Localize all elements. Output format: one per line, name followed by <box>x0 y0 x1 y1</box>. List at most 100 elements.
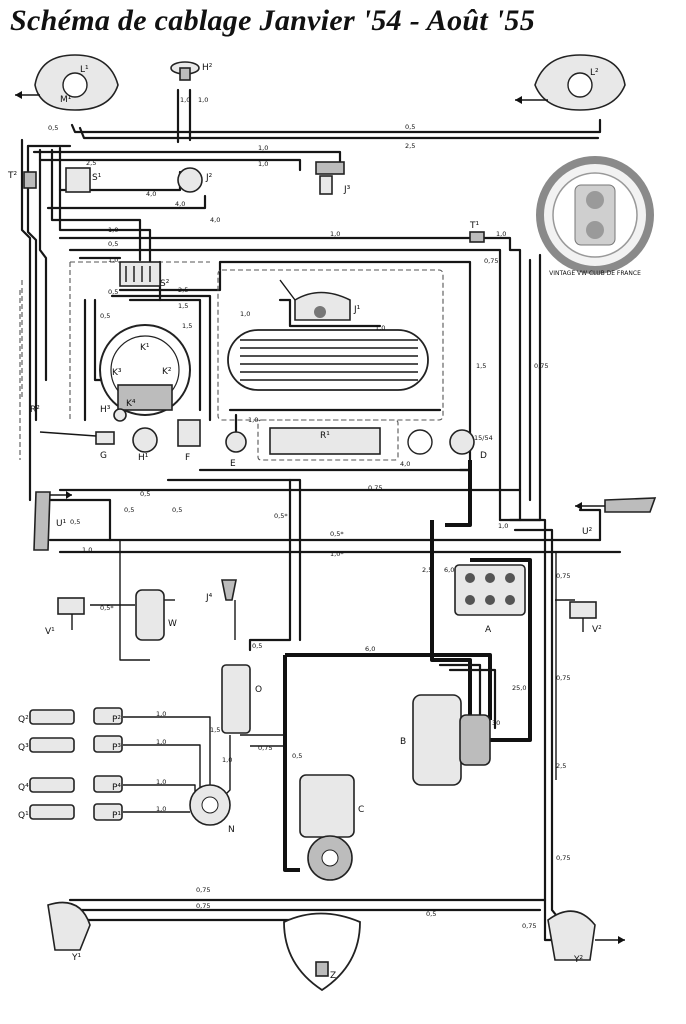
label-L1: L¹ <box>80 65 89 75</box>
label-U2: U² <box>582 527 593 537</box>
connector-T1: T¹ <box>469 221 485 243</box>
distributor-N: N <box>189 784 235 835</box>
wire-0-75: 0,75 <box>196 902 210 910</box>
wire-1-0: 1,0 <box>82 546 92 554</box>
label-S1: S¹ <box>92 173 102 183</box>
flasher-W: W <box>135 589 177 641</box>
wire-0-75: 0,75 <box>196 886 210 894</box>
label-V2: V² <box>592 625 602 635</box>
label-Q3: Q³ <box>18 743 29 753</box>
label-D: D <box>480 451 487 461</box>
wire-0-5: 0,5 <box>124 506 134 514</box>
wire-0-5: 0,5 <box>292 752 302 760</box>
label-Y1: Y¹ <box>71 953 81 963</box>
wire-0-5: 0,5 <box>426 910 436 918</box>
label-Q2: Q² <box>18 715 29 725</box>
wire-0-75: 0,75 <box>368 484 382 492</box>
label-J3: J³ <box>343 185 351 195</box>
antenna-R2: R² <box>21 280 40 415</box>
wire-0-5-star: 0,5* <box>330 530 344 538</box>
label-B: B <box>400 737 406 747</box>
wire-1-0: 1,0 <box>156 778 166 786</box>
wire-0-75: 0,75 <box>556 674 570 682</box>
brake-switch-V1: V¹ <box>45 597 85 637</box>
wire-0-75: 0,75 <box>484 257 498 265</box>
brake-switch-V2: V² <box>569 601 602 635</box>
label-15-54: 15/54 <box>474 434 493 442</box>
label-T1: T¹ <box>469 221 479 231</box>
label-H1: H¹ <box>138 453 149 463</box>
license-light-Z: Z <box>283 912 361 992</box>
ignition-coil-O: O <box>221 664 262 734</box>
label-J1: J¹ <box>353 305 361 315</box>
label-Q1: Q¹ <box>18 811 29 821</box>
wire-0-5: 0,5 <box>172 506 182 514</box>
wire-1-5: 1,5 <box>178 302 188 310</box>
label-F: F <box>185 453 190 463</box>
switch-J2: J² <box>177 167 213 193</box>
label-E: E <box>230 459 236 469</box>
label-P1: P¹ <box>112 811 121 821</box>
label-Q4: Q⁴ <box>18 783 29 793</box>
wire-2-5: 2,5 <box>86 159 96 167</box>
rear-light-Y1: Y¹ <box>47 901 91 963</box>
wire-0-75: 0,75 <box>522 922 536 930</box>
label-G: G <box>100 451 107 461</box>
wire-0-5: 0,5 <box>48 124 58 132</box>
label-K2: K² <box>162 367 172 377</box>
wire-1-0: 1,0 <box>156 738 166 746</box>
label-P3: P³ <box>112 743 121 753</box>
label-M1: M¹ <box>60 95 72 105</box>
starter-motor-B: B 30 <box>400 694 500 786</box>
horn-button-H3: H³ <box>100 405 127 422</box>
wire-0-5: 0,5 <box>108 240 118 248</box>
wire-0-5-star: 0,5* <box>100 604 114 612</box>
turn-switch-G: G <box>39 431 115 461</box>
label-H2: H² <box>202 63 213 73</box>
label-V1: V¹ <box>45 627 55 637</box>
wire-0-75: 0,75 <box>258 744 272 752</box>
generator-C: C <box>299 774 364 881</box>
light-switch-E: E <box>225 431 247 469</box>
wire-0-5: 0,5 <box>108 288 118 296</box>
label-O: O <box>255 685 262 695</box>
wire-1-0: 1,0 <box>180 96 190 104</box>
wire-1-0: 1,0 <box>108 226 118 234</box>
label-C: C <box>358 805 364 815</box>
wire-0-5: 0,5 <box>252 642 262 650</box>
wire-1-0: 1,0 <box>248 416 258 424</box>
wire-2-5: 2,5 <box>556 762 566 770</box>
label-H3: H³ <box>100 405 111 415</box>
label-K3: K³ <box>112 368 122 378</box>
label-P2: P² <box>112 715 121 725</box>
fuse-box-S2: S² <box>119 261 170 289</box>
wire-0-75: 0,75 <box>534 362 548 370</box>
trafficator-U2: U² <box>575 497 657 537</box>
wire-4-0: 4,0 <box>400 460 410 468</box>
label-L2: L² <box>590 68 599 78</box>
rear-light-Y2: Y² <box>547 910 625 965</box>
wire-6-0: 6,0 <box>444 566 454 574</box>
plug-caps: P² P³ P⁴ P¹ <box>93 707 123 821</box>
wire-25-0: 25,0 <box>512 684 526 692</box>
label-P4: P⁴ <box>112 783 121 793</box>
label-J4: J⁴ <box>205 593 213 603</box>
oil-switch-J4: J⁴ <box>205 579 237 603</box>
wire-1-0-star: 1,0* <box>330 550 344 558</box>
headlight-right-L2: L² <box>515 54 626 111</box>
wire-1-0: 1,0 <box>222 756 232 764</box>
wire-1-0: 1,0 <box>108 256 118 264</box>
wire-1-0: 1,0 <box>156 710 166 718</box>
grille <box>227 329 429 391</box>
club-badge: VINTAGE VW CLUB DE FRANCE <box>536 156 654 277</box>
headlight-left-L1: L¹ M¹ <box>15 54 119 111</box>
wire-6-0: 6,0 <box>365 645 375 653</box>
wire-2-5: 2,5 <box>178 286 188 294</box>
wire-1-0: 1,0 <box>258 160 268 168</box>
wire-0-5: 0,5 <box>70 518 80 526</box>
badge-text: VINTAGE VW CLUB DE FRANCE <box>549 270 641 277</box>
gauge-clock <box>407 429 433 455</box>
trafficator-U1: U¹ <box>33 491 72 551</box>
